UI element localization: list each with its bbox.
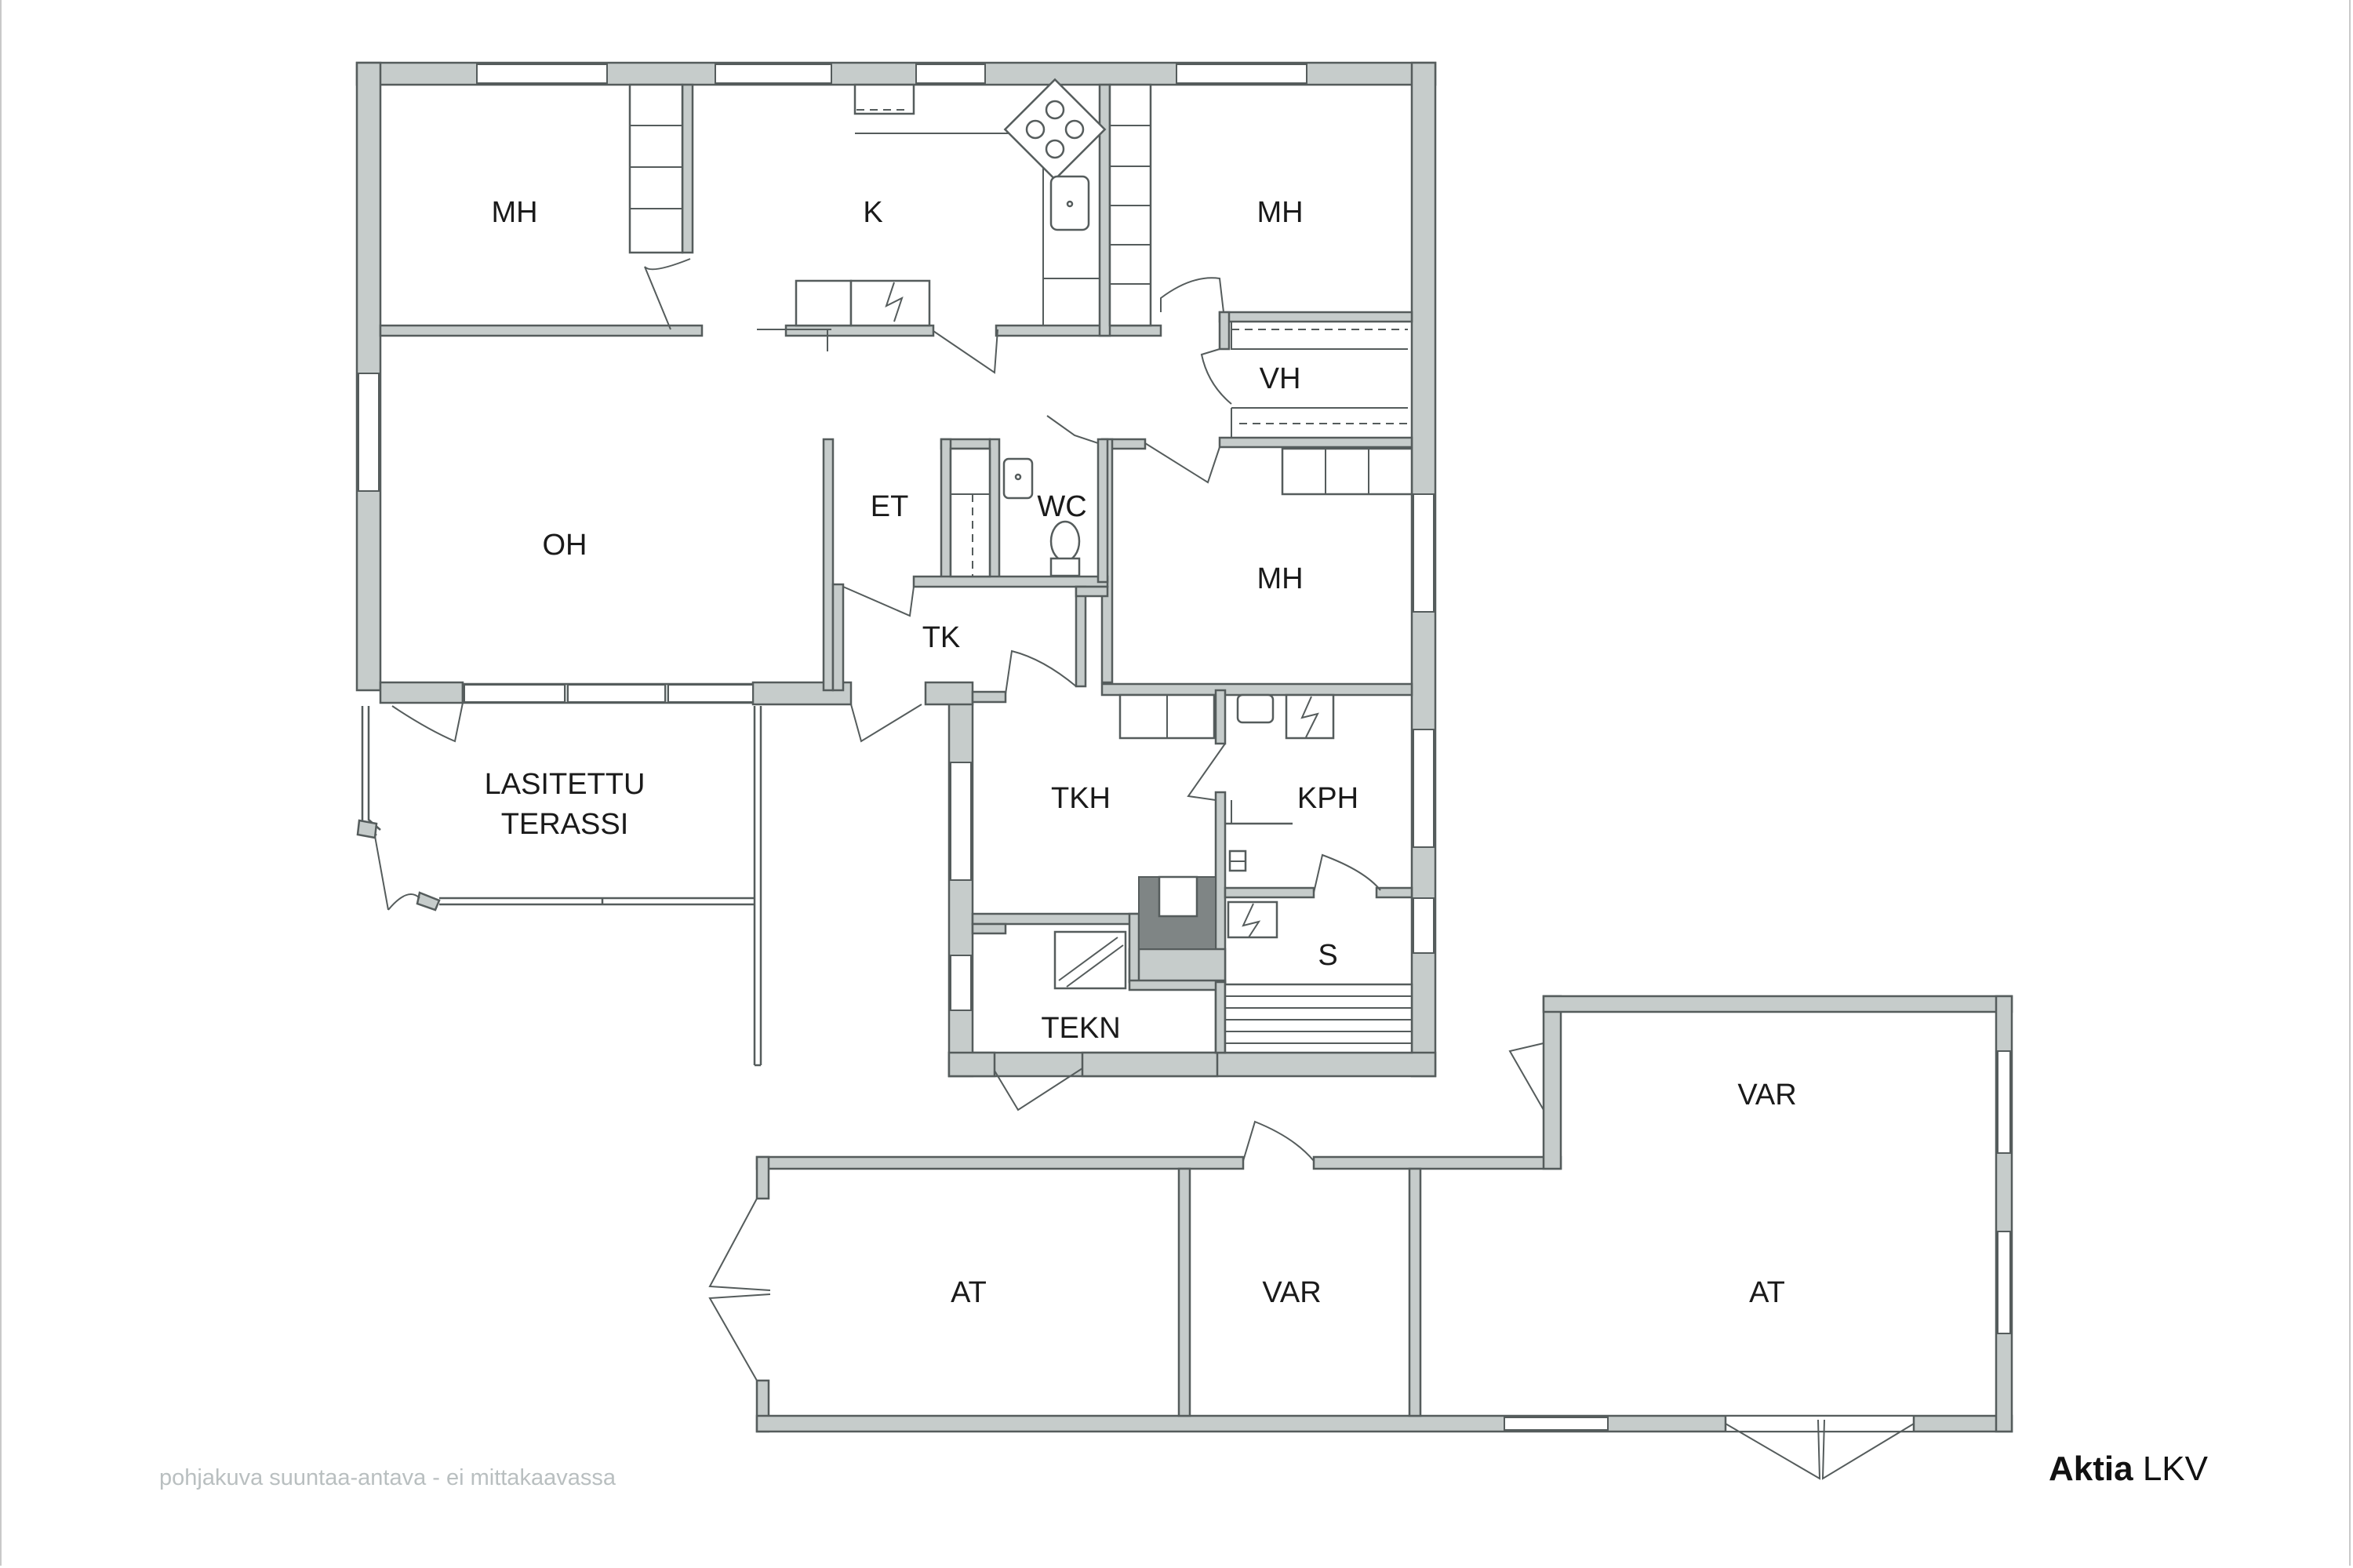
- room-label-at-left: AT: [951, 1276, 987, 1309]
- room-label-s: S: [1318, 939, 1337, 972]
- glazed-terrace: [356, 702, 762, 1067]
- room-labels: MH K MH VH OH ET WC MH TK LASITETTU TERA…: [485, 196, 1797, 1309]
- agency-logo: Aktia LKV: [2049, 1450, 2208, 1489]
- room-label-oh: OH: [543, 529, 587, 562]
- room-label-mh-left: MH: [491, 196, 537, 229]
- room-label-lasitettu: LASITETTU: [485, 768, 646, 801]
- room-label-k: K: [863, 196, 882, 229]
- interior-walls: [379, 83, 1413, 1054]
- logo-suffix: LKV: [2142, 1450, 2208, 1488]
- room-label-tkh: TKH: [1051, 782, 1111, 815]
- doors: [644, 258, 1381, 1111]
- logo-brand: Aktia: [2049, 1450, 2133, 1488]
- room-label-var-top: VAR: [1737, 1079, 1796, 1111]
- room-label-terassi: TERASSI: [501, 808, 629, 841]
- room-label-vh: VH: [1260, 362, 1301, 395]
- room-label-et: ET: [871, 490, 909, 523]
- outbuilding-doors: [708, 1042, 1915, 1480]
- outbuilding-walls: [755, 995, 2013, 1433]
- room-label-mh-right: MH: [1257, 196, 1303, 229]
- outbuilding-windows: [1504, 1050, 2011, 1431]
- disclaimer-caption: pohjakuva suuntaa-antava - ei mittakaava…: [159, 1465, 616, 1490]
- room-label-at-right: AT: [1749, 1276, 1785, 1309]
- room-label-var-mid: VAR: [1262, 1276, 1321, 1309]
- room-label-mh-mid: MH: [1257, 562, 1303, 595]
- room-label-wc: WC: [1037, 490, 1086, 523]
- main-windows: [358, 64, 1435, 1011]
- room-label-tk: TK: [922, 621, 961, 654]
- room-label-kph: KPH: [1297, 782, 1358, 815]
- fixtures: [628, 78, 1413, 1054]
- room-label-tekn: TEKN: [1041, 1012, 1120, 1045]
